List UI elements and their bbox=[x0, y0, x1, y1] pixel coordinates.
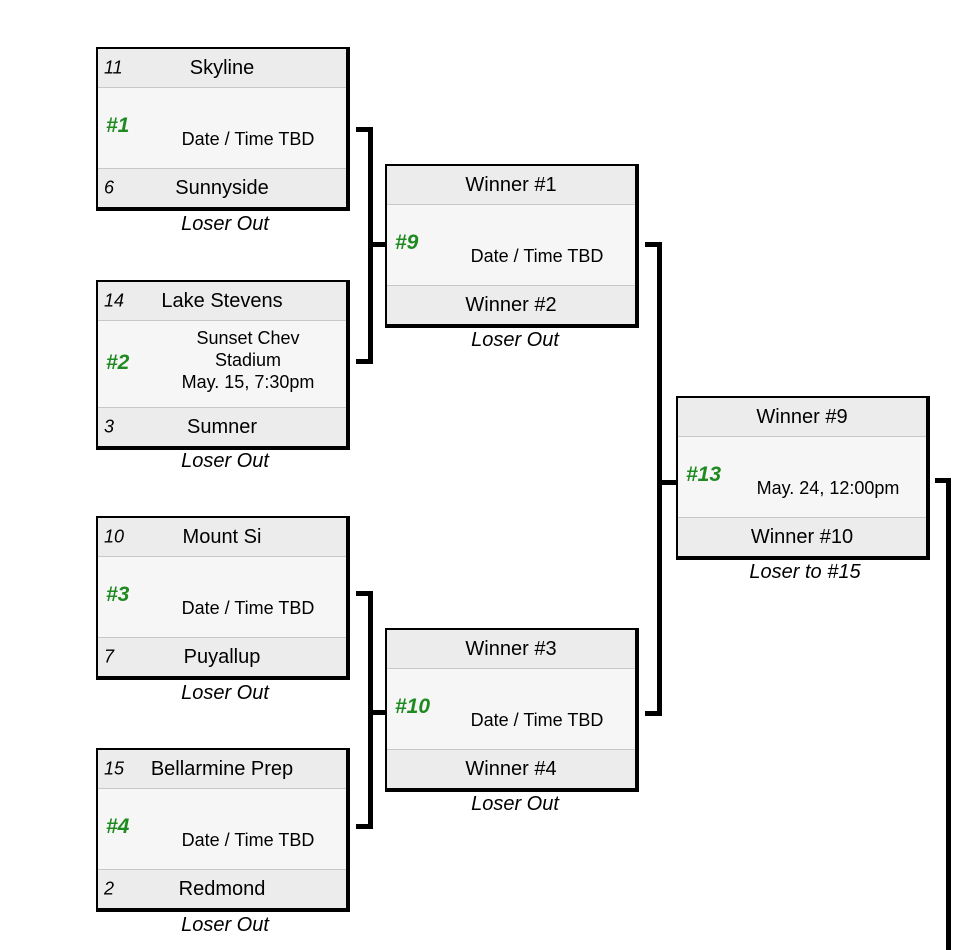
game-4-bottom-team[interactable]: 2 Redmond bbox=[98, 869, 346, 908]
game-schedule: Date / Time TBD bbox=[470, 246, 604, 266]
game-9-bottom-team[interactable]: Winner #2 bbox=[387, 285, 635, 324]
game-number: #3 bbox=[106, 583, 130, 606]
game-4-loser-note: Loser Out bbox=[181, 914, 269, 936]
game-10-info: #10 Date / Time TBD bbox=[387, 669, 635, 749]
bracket-connector bbox=[356, 591, 372, 596]
game-1-info: #1 Date / Time TBD bbox=[98, 88, 346, 168]
team-name: Winner #4 bbox=[465, 757, 557, 780]
game-1-loser-note: Loser Out bbox=[181, 213, 269, 235]
game-2-info: #2 Sunset Chev Stadium May. 15, 7:30pm bbox=[98, 321, 346, 407]
game-13-loser-note: Loser to #15 bbox=[749, 561, 861, 583]
game-10-box: Winner #3 #10 Date / Time TBD Winner #4 bbox=[385, 628, 639, 792]
game-schedule: Sunset Chev Stadium May. 15, 7:30pm bbox=[181, 328, 315, 392]
game-number: #13 bbox=[686, 463, 722, 486]
game-9-loser-note: Loser Out bbox=[471, 329, 559, 351]
game-3-top-team[interactable]: 10 Mount Si bbox=[98, 518, 346, 557]
team-name: Puyallup bbox=[183, 645, 261, 668]
game-1-top-team[interactable]: 11 Skyline bbox=[98, 49, 346, 88]
game-2-top-team[interactable]: 14 Lake Stevens bbox=[98, 282, 346, 321]
team-seed: 15 bbox=[104, 758, 125, 779]
game-number: #2 bbox=[106, 351, 130, 374]
bracket-connector bbox=[368, 242, 386, 247]
team-name: Redmond bbox=[178, 877, 266, 900]
game-10-top-team[interactable]: Winner #3 bbox=[387, 630, 635, 669]
bracket-connector bbox=[946, 478, 951, 950]
game-schedule: Date / Time TBD bbox=[181, 830, 315, 850]
team-name: Mount Si bbox=[182, 525, 262, 548]
game-1-box: 11 Skyline #1 Date / Time TBD 6 Sunnysid… bbox=[96, 47, 350, 211]
game-schedule: May. 24, 12:00pm bbox=[756, 478, 900, 498]
game-3-info: #3 Date / Time TBD bbox=[98, 557, 346, 637]
game-9-info: #9 Date / Time TBD bbox=[387, 205, 635, 285]
game-13-box: Winner #9 #13 May. 24, 12:00pm Winner #1… bbox=[676, 396, 930, 560]
game-schedule: Date / Time TBD bbox=[181, 129, 315, 149]
game-4-info: #4 Date / Time TBD bbox=[98, 789, 346, 869]
bracket-connector bbox=[356, 359, 372, 364]
bracket-connector bbox=[935, 478, 951, 483]
game-4-box: 15 Bellarmine Prep #4 Date / Time TBD 2 … bbox=[96, 748, 350, 912]
bracket-connector bbox=[368, 710, 386, 715]
team-name: Lake Stevens bbox=[161, 289, 283, 312]
bracket-connector bbox=[657, 242, 662, 716]
team-name: Winner #2 bbox=[465, 293, 557, 316]
team-seed: 14 bbox=[104, 290, 125, 311]
game-9-box: Winner #1 #9 Date / Time TBD Winner #2 bbox=[385, 164, 639, 328]
game-3-loser-note: Loser Out bbox=[181, 682, 269, 704]
game-number: #4 bbox=[106, 815, 130, 838]
game-number: #1 bbox=[106, 114, 130, 137]
game-number: #10 bbox=[395, 695, 431, 718]
bracket-connector bbox=[657, 480, 677, 485]
team-name: Skyline bbox=[189, 56, 255, 79]
team-name: Winner #3 bbox=[465, 637, 557, 660]
team-name: Bellarmine Prep bbox=[150, 757, 294, 780]
team-seed: 6 bbox=[104, 177, 115, 198]
game-9-top-team[interactable]: Winner #1 bbox=[387, 166, 635, 205]
game-3-box: 10 Mount Si #3 Date / Time TBD 7 Puyallu… bbox=[96, 516, 350, 680]
game-schedule: Date / Time TBD bbox=[470, 710, 604, 730]
team-seed: 11 bbox=[104, 57, 123, 78]
team-seed: 10 bbox=[104, 526, 125, 547]
team-name: Sunnyside bbox=[175, 176, 269, 199]
game-4-top-team[interactable]: 15 Bellarmine Prep bbox=[98, 750, 346, 789]
game-2-loser-note: Loser Out bbox=[181, 450, 269, 472]
bracket-connector bbox=[645, 242, 661, 247]
game-13-top-team[interactable]: Winner #9 bbox=[678, 398, 926, 437]
team-seed: 2 bbox=[104, 878, 115, 899]
team-seed: 3 bbox=[104, 416, 115, 437]
bracket-connector bbox=[356, 824, 372, 829]
bracket-connector bbox=[645, 711, 661, 716]
game-schedule: Date / Time TBD bbox=[181, 598, 315, 618]
team-seed: 7 bbox=[104, 646, 115, 667]
game-10-loser-note: Loser Out bbox=[471, 793, 559, 815]
game-1-bottom-team[interactable]: 6 Sunnyside bbox=[98, 168, 346, 207]
game-2-box: 14 Lake Stevens #2 Sunset Chev Stadium M… bbox=[96, 280, 350, 450]
game-number: #9 bbox=[395, 231, 419, 254]
team-name: Winner #1 bbox=[465, 173, 557, 196]
team-name: Winner #9 bbox=[756, 405, 848, 428]
team-name: Winner #10 bbox=[750, 525, 854, 548]
game-2-bottom-team[interactable]: 3 Sumner bbox=[98, 407, 346, 446]
game-10-bottom-team[interactable]: Winner #4 bbox=[387, 749, 635, 788]
team-name: Sumner bbox=[186, 415, 258, 438]
bracket-connector bbox=[356, 127, 372, 132]
game-3-bottom-team[interactable]: 7 Puyallup bbox=[98, 637, 346, 676]
game-13-bottom-team[interactable]: Winner #10 bbox=[678, 517, 926, 556]
game-13-info: #13 May. 24, 12:00pm bbox=[678, 437, 926, 517]
